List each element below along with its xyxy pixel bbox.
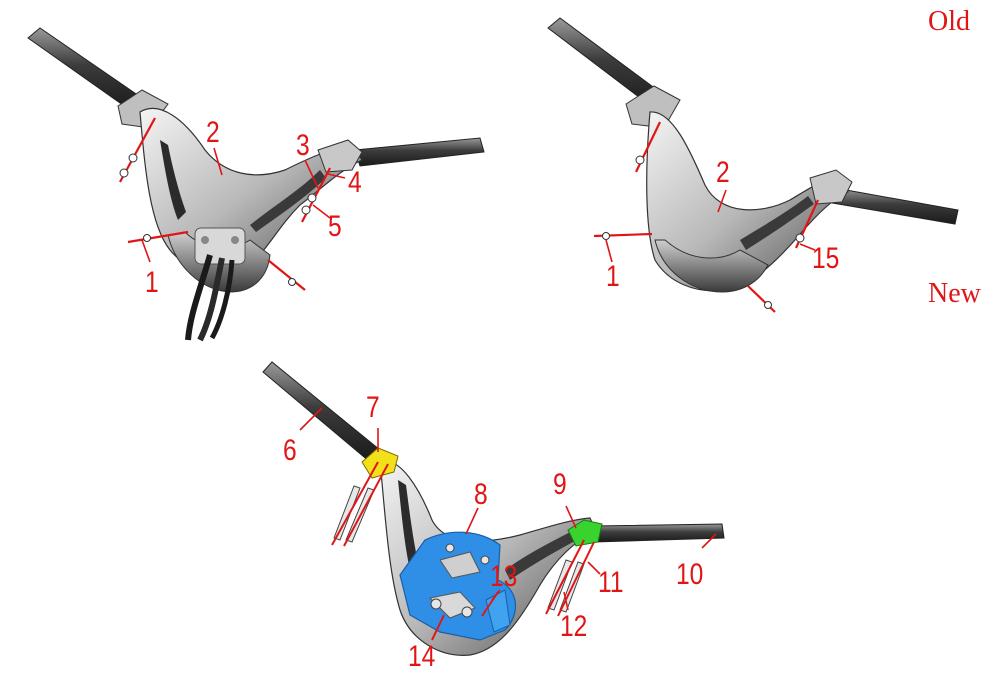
plate-bolt <box>461 606 473 618</box>
callout-old-1: 1 <box>145 266 159 299</box>
callout-old-5: 5 <box>328 210 342 243</box>
right-handlebar-tube <box>831 187 959 225</box>
mount-bolt <box>201 236 209 244</box>
screw <box>301 205 311 215</box>
left-clamp <box>625 85 681 129</box>
lower-shell <box>654 239 769 293</box>
right-clamp <box>317 139 363 173</box>
callout-11: 11 <box>598 566 624 599</box>
leader-line <box>327 173 346 179</box>
screw <box>307 193 317 203</box>
leader-line <box>299 407 323 431</box>
fastener-axis <box>343 463 389 547</box>
callout-14: 14 <box>408 640 436 673</box>
leader-line <box>701 533 717 549</box>
callout-9: 9 <box>553 468 567 501</box>
left-handlebar-tube <box>27 27 143 111</box>
brake-cable <box>185 254 213 341</box>
leader-line <box>565 505 577 529</box>
callout-6: 6 <box>283 434 297 467</box>
screw <box>143 234 151 242</box>
body-cutout-right <box>740 196 814 250</box>
callout-8: 8 <box>474 478 488 511</box>
callout-13: 13 <box>490 560 518 593</box>
callout-old-3: 3 <box>296 129 310 162</box>
leader-line <box>563 591 569 611</box>
right-handlebar-tube <box>354 137 485 167</box>
leader-line <box>491 589 501 601</box>
leader-line <box>717 189 727 213</box>
plate-bolt <box>480 555 490 565</box>
fastener-axis <box>557 541 595 617</box>
leader-line <box>304 159 319 189</box>
leader-line <box>213 147 223 176</box>
old-variant-label: Old <box>928 6 970 37</box>
callout-new-1: 1 <box>606 260 620 293</box>
callout-7: 7 <box>366 391 380 424</box>
body-cutout-right <box>505 528 584 580</box>
handlebar-body <box>646 111 849 292</box>
callout-new-2: 2 <box>716 156 730 189</box>
brake-cable <box>209 259 235 340</box>
body-cutout-right <box>250 170 326 232</box>
mount-bolt <box>231 236 239 244</box>
screw <box>764 301 772 309</box>
new-variant-label: New <box>928 278 981 309</box>
fastener-axis <box>431 614 445 641</box>
fastener-axis <box>127 230 189 244</box>
right-handlebar-tube <box>591 523 725 543</box>
plate-bolt <box>445 543 455 553</box>
callout-new-15: 15 <box>812 242 840 275</box>
callout-old-4: 4 <box>348 166 362 199</box>
right-clamp <box>809 169 853 205</box>
plate-bracket <box>439 551 481 579</box>
fastener-axis <box>331 461 379 546</box>
screw <box>128 153 138 163</box>
leader-line <box>141 239 151 263</box>
leader-line <box>465 507 479 535</box>
long-bolt <box>333 485 361 541</box>
screw <box>635 155 645 165</box>
leader-line <box>587 561 601 575</box>
brake-cable <box>197 257 225 342</box>
leader-line <box>312 204 331 219</box>
green-right-clamp <box>567 519 603 547</box>
leader-line <box>605 239 613 263</box>
fastener-axis <box>545 539 585 615</box>
old-handlebar-assembly <box>27 27 485 342</box>
fastener-axis <box>267 259 306 291</box>
new-handlebar-assembly <box>547 17 959 313</box>
body-cutout-left <box>160 140 186 220</box>
leader-line <box>799 243 816 251</box>
callout-12: 12 <box>560 610 588 643</box>
left-handlebar-tube <box>262 361 381 463</box>
callout-10: 10 <box>676 558 704 591</box>
screw <box>119 168 129 178</box>
exploded-handlebar-assembly <box>262 361 725 656</box>
fastener-axis <box>747 285 776 313</box>
screw <box>795 233 805 243</box>
callout-old-2: 2 <box>206 116 220 149</box>
screw <box>288 278 296 286</box>
plate-bolt <box>430 598 442 610</box>
screw <box>602 232 610 240</box>
